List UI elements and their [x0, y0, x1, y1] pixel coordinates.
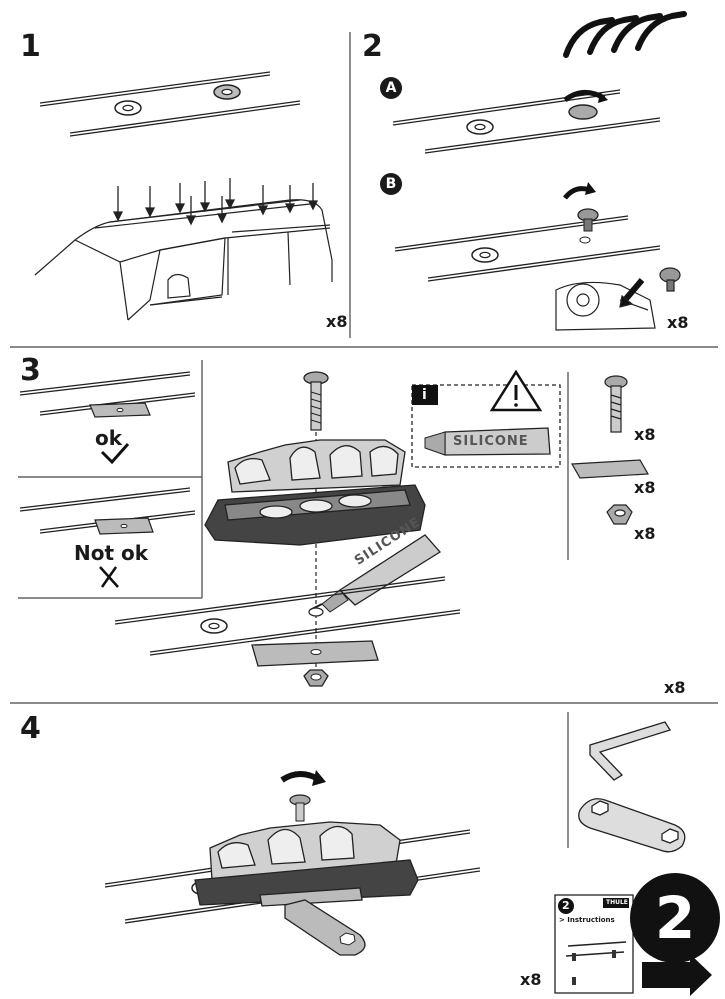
- check-mark-icon: [100, 443, 130, 465]
- silicone-label: SILICONE: [453, 434, 529, 449]
- tools-list: [578, 721, 686, 853]
- next-arrow-icon: [642, 954, 712, 996]
- step3-ok-rails: [19, 371, 196, 534]
- caps-removal-illustration: [563, 11, 687, 58]
- nut-icon: [303, 669, 329, 687]
- screw-cap-rotate: [563, 90, 608, 120]
- quantity-label: x8: [326, 312, 348, 331]
- step-number: 4: [20, 711, 41, 746]
- roof-fixing-point: [466, 119, 494, 135]
- step-number: 2: [362, 29, 383, 64]
- fixing-hole: [308, 607, 324, 617]
- parts-list-step3: [570, 375, 650, 525]
- quantity-label: x8: [667, 313, 689, 332]
- step2b-rails: [394, 215, 661, 282]
- panel-dividers: [10, 32, 718, 848]
- info-box: [411, 369, 561, 468]
- plate-incorrect: [94, 517, 154, 535]
- clamp-bracket: [284, 899, 366, 956]
- next-step-number: 2: [654, 884, 696, 952]
- bolt-icon: [303, 371, 329, 431]
- step2a-rails: [392, 89, 661, 154]
- step3-main-rails: [114, 576, 461, 656]
- foot-assembly-installed: [194, 821, 419, 907]
- roof-fixing-point: [200, 618, 228, 634]
- van-illustration: [34, 199, 333, 321]
- roof-fixing-point: [114, 100, 142, 116]
- rubber-plate: [251, 640, 379, 667]
- quantity-label: x8: [634, 524, 656, 543]
- step-number: 1: [20, 29, 41, 64]
- quantity-label: x8: [520, 970, 542, 989]
- cross-mark-icon: [99, 566, 119, 588]
- substep-a-badge: A: [380, 77, 402, 99]
- instruction-booklet: [554, 894, 634, 994]
- info-icon: i: [422, 387, 427, 403]
- substep-b-badge: B: [380, 173, 402, 195]
- quantity-label: x8: [634, 478, 656, 497]
- booklet-title: > Instructions: [559, 916, 615, 924]
- not-ok-label: Not ok: [74, 541, 149, 565]
- booklet-step-number: 2: [562, 899, 570, 912]
- quantity-label: x8: [634, 425, 656, 444]
- quantity-label: x8: [664, 678, 686, 697]
- force-arrows: [112, 178, 319, 226]
- next-step-badge: [630, 873, 720, 963]
- ok-label: ok: [95, 426, 123, 450]
- roof-fixing-point-grey: [213, 84, 241, 100]
- foot-assembly-exploded: [204, 439, 426, 546]
- roof-fixing-point: [471, 247, 499, 263]
- step1-roof-rails: [39, 71, 301, 137]
- plate-correct: [89, 402, 151, 418]
- booklet-brand: THULE: [606, 899, 628, 906]
- vehicle-interior-storage: [555, 267, 681, 331]
- removed-screw: [563, 182, 599, 244]
- tighten-rotation-icon: [280, 770, 326, 822]
- step-number: 3: [20, 353, 41, 388]
